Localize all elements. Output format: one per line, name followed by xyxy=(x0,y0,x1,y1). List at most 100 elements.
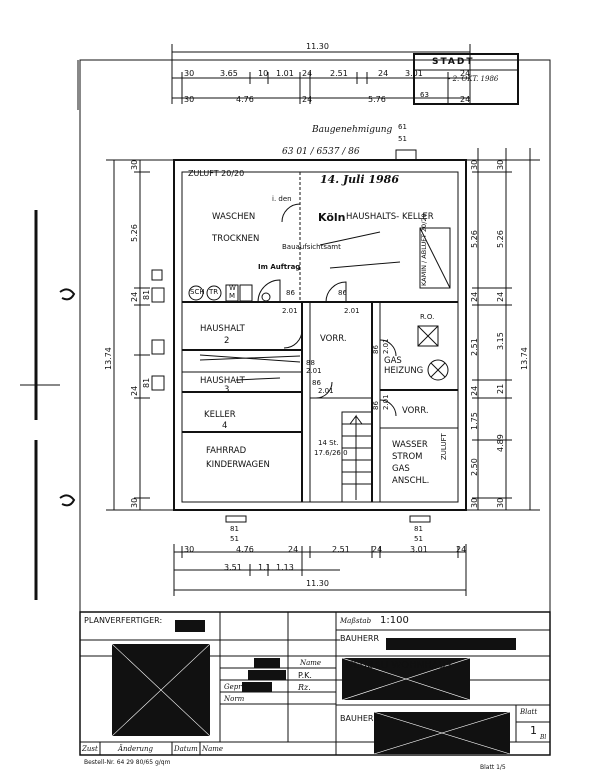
dim-top-r2-2: 24 xyxy=(302,95,313,104)
tb-blatt-value: 1 xyxy=(530,724,537,737)
room-haushalt3-2: 3 xyxy=(224,385,230,395)
dim-left-2: 24 xyxy=(130,291,139,302)
dim-left-6: 30 xyxy=(130,497,139,508)
door-label-4: 86 xyxy=(372,345,380,354)
window1-top: 81 xyxy=(230,525,239,533)
bottom-note: Blatt 1/5 xyxy=(480,764,506,771)
door-label-11: 2.01 xyxy=(306,367,322,375)
dim-top-r1-6: 24 xyxy=(378,69,389,78)
tb-footer-name: Name xyxy=(202,745,224,753)
dim-left-4: 81 xyxy=(142,377,151,388)
dim-left-1: 5.26 xyxy=(130,224,139,242)
dim-top-r1-8: 24 xyxy=(460,69,471,78)
dim-left-5: 24 xyxy=(130,385,139,396)
dim-right-o7: 30 xyxy=(470,497,479,508)
dim-right-total: 13.74 xyxy=(520,347,529,370)
building-outline xyxy=(173,159,467,511)
dim-right-o0: 30 xyxy=(470,159,479,170)
dim-left-0: 30 xyxy=(130,159,139,170)
dim-left-3: 81 xyxy=(142,289,151,300)
dim-top-r2-4: 24 xyxy=(460,95,471,104)
redaction-logo xyxy=(112,644,210,736)
room-haushalt2-2: 2 xyxy=(224,336,230,346)
room-ro: R.O. xyxy=(420,313,435,321)
tb-gepr-value: Rz. xyxy=(298,683,311,692)
dim-right-o1: 5.26 xyxy=(470,230,479,248)
tb-bauherr-2: BAUHERR xyxy=(340,714,380,723)
tb-blatt-label: Blatt xyxy=(520,708,538,716)
tb-norm-label: Norm xyxy=(224,695,245,703)
redaction-name-3 xyxy=(242,682,272,692)
room-gas-2: HEIZUNG xyxy=(384,366,424,376)
appliance-sch: SCH xyxy=(190,288,205,296)
stamp-code: 63 xyxy=(420,91,429,99)
appliance-tr: TR xyxy=(209,288,219,296)
room-fahrrad-1: FAHRRAD xyxy=(206,446,247,456)
dim-bottom-r1-4: 24 xyxy=(372,545,383,554)
dim-right-i1: 5.26 xyxy=(496,230,505,248)
tb-planverfertiger: PLANVERFERTIGER: xyxy=(84,616,163,625)
dim-bottom-r2-2: 1.13 xyxy=(276,563,294,572)
tb-printer: Bestell-Nr. 64 29 80/65 g/qm xyxy=(84,759,171,766)
room-gas-1: GAS xyxy=(384,356,402,366)
tb-footer-aenderung: Änderung xyxy=(118,745,154,753)
tb-footer-zust: Zust xyxy=(82,745,98,753)
dim-right-o4: 24 xyxy=(470,385,479,396)
room-waschen-1: WASCHEN xyxy=(212,212,256,222)
dim-bottom-r1-3: 2.51 xyxy=(332,545,350,554)
door-label-10: 88 xyxy=(306,359,315,367)
dim-top-r1-0: 30 xyxy=(184,69,195,78)
date-stamp: 14. Juli 1986 xyxy=(320,173,399,186)
redaction-bauherr-1 xyxy=(386,638,516,650)
dim-top-total: 11.30 xyxy=(306,42,329,51)
door-label-5: 2.01 xyxy=(382,338,390,354)
stairs-label: 14 St. xyxy=(318,439,339,447)
window2-bottom: 51 xyxy=(414,535,423,543)
dim-bottom-r1-6: 24 xyxy=(456,545,467,554)
dim-right-o6: 2.50 xyxy=(470,458,479,476)
door-label-2: 2.01 xyxy=(282,307,298,315)
dim-right-i3: 3.15 xyxy=(496,332,505,350)
stairs-label-2: 17.6/26.0 xyxy=(314,449,348,457)
dim-bottom-r2-1: 1.1 xyxy=(258,563,271,572)
door-label-1: 86 xyxy=(338,289,347,297)
dim-right-o2: 24 xyxy=(470,291,479,302)
dim-bottom-r1-0: 30 xyxy=(184,545,195,554)
dim-bottom-r1-1: 4.76 xyxy=(236,545,254,554)
tb-footer-datum: Datum xyxy=(174,745,198,753)
door-label-7: 2.01 xyxy=(382,394,390,410)
room-wasser-4: ANSCHL. xyxy=(392,476,430,486)
dim-right-i6: 30 xyxy=(496,497,505,508)
dim-bottom-r1-5: 3.01 xyxy=(410,545,428,554)
room-haushalt2-1: HAUSHALT xyxy=(200,324,245,334)
room-vorr1: VORR. xyxy=(320,334,347,344)
room-waschen-2: TROCKNEN xyxy=(212,234,260,244)
stamp-line1: STADT xyxy=(432,57,475,67)
dim-top-r2-3: 5.76 xyxy=(368,95,386,104)
room-haushalt-keller: HAUSHALTS- KELLER xyxy=(346,212,434,222)
ref-number: 63 01 / 6537 / 86 xyxy=(282,147,360,157)
room-haushalt3-1: HAUSHALT xyxy=(200,376,245,386)
dim-top-r1-3: 1.01 xyxy=(276,69,294,78)
tb-pk-value: P.K. xyxy=(298,671,312,680)
dim-bottom-total: 11.30 xyxy=(306,579,329,588)
dim-bottom-r1-2: 24 xyxy=(288,545,299,554)
room-zuluft-v: ZULUFT xyxy=(440,433,448,460)
room-wasser-1: WASSER xyxy=(392,440,428,450)
window1-bottom: 51 xyxy=(230,535,239,543)
staircase xyxy=(341,411,373,503)
door-label-6: 86 xyxy=(372,401,380,410)
room-keller4-1: KELLER xyxy=(204,410,236,420)
city-stamp-pre: i. den xyxy=(272,195,292,203)
dim-bottom-r2-0: 3.51 xyxy=(224,563,242,572)
dim-right-i0: 30 xyxy=(496,159,505,170)
stamp-date: - 2. OKT. 1986 xyxy=(448,75,499,83)
dim-top-r1-4: 24 xyxy=(302,69,313,78)
redaction-name-1 xyxy=(254,658,280,668)
dim-right-o5: 1.75 xyxy=(470,412,479,430)
dim-right-i4: 21 xyxy=(496,383,505,394)
door-label-9: 2.01 xyxy=(318,387,334,395)
room-wasser-3: GAS xyxy=(392,464,410,474)
room-zuluft: ZULUFT 20/20 xyxy=(188,169,245,178)
tb-bl-label: Bl xyxy=(540,734,547,741)
